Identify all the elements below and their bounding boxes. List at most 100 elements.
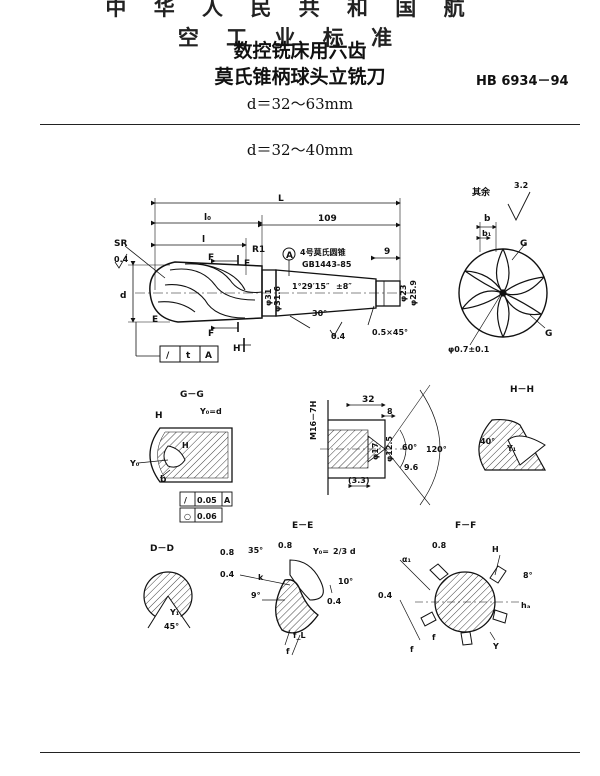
tol-symbol: / <box>166 351 170 361</box>
gg-frame2-val: 0.06 <box>197 512 217 521</box>
section-EE <box>239 559 333 656</box>
dim-d: d <box>120 291 126 301</box>
tang-angle-120: 120° <box>426 445 447 454</box>
gg-H: H <box>155 411 163 421</box>
section-FF-title: F－F <box>455 521 476 531</box>
footer-divider <box>40 752 580 753</box>
section-H: H <box>233 344 241 354</box>
section-F-bottom: F <box>208 329 214 339</box>
chamfer-note: 0.5×45° <box>372 328 408 337</box>
dim-9: 9 <box>384 247 390 257</box>
end-b: b <box>484 214 491 224</box>
ee-r08: 0.8 <box>220 548 235 557</box>
roughness-04b: 0.4 <box>331 332 346 341</box>
ee-r08b: 0.8 <box>278 541 293 550</box>
taper-angle: 1°29′15″ <box>292 282 330 291</box>
datum-A: A <box>286 251 293 261</box>
section-FF-labels: F－F 0.8 0.4 8° H hₐ Y f f α₁ <box>378 521 533 654</box>
tang-detail-labels: 32 8 M16－7H φ17 φ12.5 60° 120° 9.6 (3.3) <box>309 395 447 485</box>
section-DD <box>143 571 193 629</box>
ff-H: H <box>492 545 499 554</box>
ff-f-lower: f <box>410 645 414 654</box>
ff-r08: 0.8 <box>432 541 447 550</box>
dim-phi31-6: φ31.6 <box>273 286 282 312</box>
dim-phi23: φ23 <box>399 285 408 302</box>
end-view-labels: b b₁ G G φ0.7±0.1 其余 3.2 <box>448 181 552 354</box>
hh-Y1: Y₁ <box>506 444 517 453</box>
tang-dim-3-3: (3.3) <box>348 476 369 485</box>
standard-number: HB 6934－94 <box>476 74 569 89</box>
section-FF <box>399 554 520 646</box>
end-view <box>458 191 548 346</box>
ee-r04: 0.4 <box>220 570 235 579</box>
ee-angle-9: 9° <box>251 591 261 600</box>
document-title-line2: 莫氏锥柄球头立铣刀 <box>214 66 386 88</box>
end-b1: b₁ <box>482 229 492 238</box>
section-HH-title: H－H <box>510 385 534 395</box>
dd-Y1: Y₁ <box>169 608 180 617</box>
tol-value: t <box>186 351 191 361</box>
gg-frame1-datum: A <box>224 496 231 505</box>
taper-note-2: GB1443-85 <box>302 260 352 269</box>
ee-angle-10: 10° <box>338 577 353 586</box>
dd-angle: 45° <box>164 622 179 631</box>
dim-109: 109 <box>318 214 337 224</box>
section-GG-title: G－G <box>180 390 204 400</box>
ff-Y: Y <box>492 642 499 651</box>
ee-k: k <box>258 573 264 582</box>
end-hole-dim: φ0.7±0.1 <box>448 345 490 354</box>
gg-Y0: Y₀ <box>129 459 140 468</box>
hh-angle: 40° <box>480 437 495 446</box>
tang-dim-9-6: 9.6 <box>404 463 419 472</box>
section-HH <box>478 418 547 471</box>
tang-dim-32: 32 <box>362 395 375 405</box>
section-F-top: F <box>208 253 214 263</box>
tang-phi17: φ17 <box>371 443 380 460</box>
ee-fL: f_L <box>293 631 306 640</box>
dim-phi25-9: φ25.9 <box>409 280 418 306</box>
tang-phi12-5: φ12.5 <box>385 436 394 462</box>
ee-r04b: 0.4 <box>327 597 342 606</box>
header-divider <box>40 124 580 125</box>
drawing-subtitle: d＝32～40mm <box>246 141 354 159</box>
section-E: E <box>152 315 158 325</box>
surface-rest-label: 其余 <box>472 186 491 198</box>
section-GG <box>137 427 233 523</box>
tang-thread: M16－7H <box>309 401 318 440</box>
label-SR: SR <box>114 239 127 249</box>
ff-ha: hₐ <box>521 601 531 610</box>
end-section-G-b: G <box>545 329 552 339</box>
section-HH-labels: H－H 40° Y₁ <box>480 385 534 453</box>
ee-angle-35: 35° <box>248 546 263 555</box>
section-DD-labels: D－D 45° Y₁ <box>150 544 180 631</box>
dim-phi31: φ31 <box>264 288 273 306</box>
angle-30: 30° <box>312 309 327 318</box>
label-R1: R1 <box>252 245 265 255</box>
ff-f: f <box>432 633 436 642</box>
ee-Y0: Y₀= <box>312 547 329 556</box>
surface-rest-value: 3.2 <box>514 181 528 190</box>
section-EE-title: E－E <box>292 521 313 531</box>
gg-frame2-sym: ○ <box>184 512 191 521</box>
ee-f: f <box>286 647 290 656</box>
ff-angle-8: 8° <box>523 571 533 580</box>
gg-frame1-val: 0.05 <box>197 496 217 505</box>
gg-b: b <box>160 475 167 485</box>
gg-H2: H <box>182 441 189 450</box>
taper-note-1: 4号莫氏圆锥 <box>300 247 346 257</box>
main-view <box>114 198 415 363</box>
section-DD-title: D－D <box>150 544 174 554</box>
dim-L: L <box>278 194 284 204</box>
ff-alpha: α₁ <box>402 555 411 564</box>
main-view-labels: L l₀ 109 l 9 d SR R1 0.4 0.4 F F E E H A… <box>114 194 418 361</box>
gg-Y0-eq-d: Y₀=d <box>199 407 222 416</box>
end-section-G: G <box>520 239 527 249</box>
section-E-top: E <box>244 259 250 269</box>
section-EE-labels: E－E 0.8 0.8 0.4 0.4 35° 10° 9° Y₀= 2/3 d… <box>220 521 356 656</box>
tang-detail <box>320 384 441 506</box>
section-GG-labels: G－G H H Y₀=d Y₀ b / 0.05 A ○ 0.06 <box>129 390 231 521</box>
roughness-04: 0.4 <box>114 255 129 264</box>
ee-Y0-val: 2/3 d <box>333 547 356 556</box>
tang-dim-8: 8 <box>387 407 393 416</box>
